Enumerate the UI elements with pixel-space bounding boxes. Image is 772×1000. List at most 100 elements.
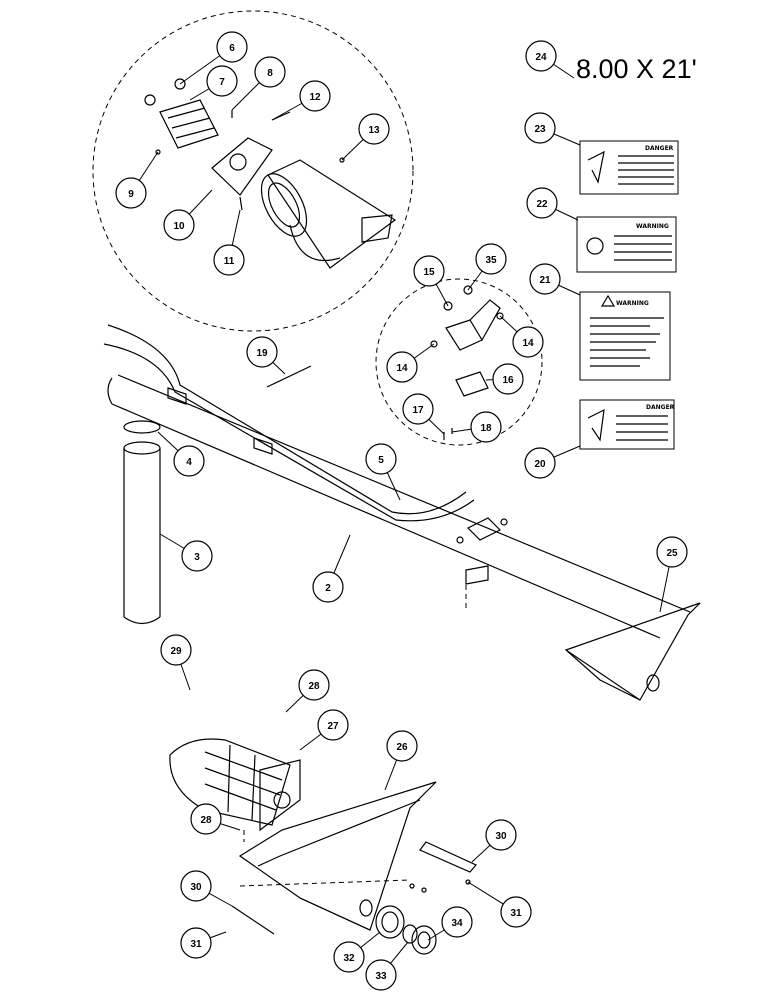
callout-c30b: 30 — [485, 819, 517, 851]
callout-c5: 5 — [365, 443, 397, 475]
callout-bubble — [180, 870, 212, 902]
callout-bubble — [299, 80, 331, 112]
callout-label: 13 — [368, 125, 380, 136]
callout-c23: 23 — [524, 112, 556, 144]
callout-c15: 15 — [413, 255, 445, 287]
model-title: 8.00 X 21' — [576, 54, 697, 84]
callout-bubble — [386, 351, 418, 383]
callout-label: 8 — [267, 68, 273, 79]
support-tube — [123, 420, 161, 625]
callout-c20: 20 — [524, 447, 556, 479]
valve-detail-view — [375, 278, 543, 446]
callout-c12: 12 — [299, 80, 331, 112]
callout-c8: 8 — [254, 56, 286, 88]
callout-bubble — [190, 803, 222, 835]
callout-label: 15 — [423, 267, 435, 278]
callout-c32: 32 — [333, 941, 365, 973]
callout-c25: 25 — [656, 536, 688, 568]
callout-bubble — [656, 536, 688, 568]
decal-20: DANGER — [579, 399, 675, 450]
callout-bubble — [524, 112, 556, 144]
callout-label: 17 — [412, 405, 424, 416]
callout-bubble — [180, 927, 212, 959]
callout-label: 18 — [480, 423, 492, 434]
callout-label: 14 — [396, 363, 408, 374]
callout-bubble — [386, 730, 418, 762]
callout-c10: 10 — [163, 209, 195, 241]
callout-c14a: 14 — [386, 351, 418, 383]
decal-22: WARNING — [576, 216, 677, 273]
callout-label: 22 — [536, 199, 548, 210]
callout-label: 7 — [219, 77, 225, 88]
callout-c2: 2 — [312, 571, 344, 603]
callout-bubble — [512, 326, 544, 358]
svg-text:DANGER: DANGER — [645, 145, 674, 152]
callout-bubble — [181, 540, 213, 572]
callout-bubble — [529, 263, 561, 295]
callout-label: 28 — [200, 815, 212, 826]
callout-bubble — [492, 363, 524, 395]
callout-bubble — [312, 571, 344, 603]
callout-bubble — [213, 244, 245, 276]
callout-c29: 29 — [160, 634, 192, 666]
callout-c22: 22 — [526, 187, 558, 219]
callout-c18: 18 — [470, 411, 502, 443]
callout-c16: 16 — [492, 363, 524, 395]
callout-bubble — [115, 177, 147, 209]
callout-c31b: 31 — [500, 896, 532, 928]
callout-bubble — [317, 709, 349, 741]
callout-bubble — [413, 255, 445, 287]
callout-label: 9 — [128, 189, 134, 200]
callout-label: 30 — [495, 831, 507, 842]
callout-c31a: 31 — [180, 927, 212, 959]
callout-label: 5 — [378, 455, 384, 466]
callout-label: 19 — [256, 348, 268, 359]
callout-label: 12 — [309, 92, 321, 103]
callout-bubble — [485, 819, 517, 851]
callout-bubble — [525, 40, 557, 72]
callout-bubble — [298, 669, 330, 701]
callout-bubble — [163, 209, 195, 241]
callout-label: 35 — [485, 255, 497, 266]
callout-c35: 35 — [475, 243, 507, 275]
callout-bubble — [475, 243, 507, 275]
callout-c6: 6 — [216, 31, 248, 63]
callout-label: 27 — [327, 721, 339, 732]
callout-bubble — [365, 959, 397, 991]
svg-text:WARNING: WARNING — [636, 223, 669, 230]
callout-label: 21 — [539, 275, 551, 286]
callout-c26: 26 — [386, 730, 418, 762]
hopper-top — [564, 602, 701, 701]
callout-c33: 33 — [365, 959, 397, 991]
callout-label: 3 — [194, 552, 200, 563]
callout-c3: 3 — [181, 540, 213, 572]
callout-bubble — [173, 445, 205, 477]
callout-bubble — [500, 896, 532, 928]
callout-label: 24 — [535, 52, 547, 63]
callout-c7: 7 — [206, 65, 238, 97]
svg-text:DANGER: DANGER — [646, 404, 675, 411]
callout-bubble — [441, 906, 473, 938]
callout-label: 31 — [190, 939, 202, 950]
callout-c19: 19 — [246, 336, 278, 368]
callout-c24: 24 — [525, 40, 557, 72]
callout-bubble — [206, 65, 238, 97]
callout-label: 4 — [186, 457, 192, 468]
decal-23: DANGER — [579, 140, 679, 195]
callout-label: 2 — [325, 583, 331, 594]
callout-c14b: 14 — [512, 326, 544, 358]
callout-c17: 17 — [402, 393, 434, 425]
callout-label: 34 — [451, 918, 463, 929]
callout-label: 23 — [534, 124, 546, 135]
callout-bubble — [365, 443, 397, 475]
decal-21: WARNING — [579, 291, 671, 381]
callout-c4: 4 — [173, 445, 205, 477]
callout-bubble — [470, 411, 502, 443]
callout-c28a: 28 — [298, 669, 330, 701]
callout-c34: 34 — [441, 906, 473, 938]
callout-label: 30 — [190, 882, 202, 893]
callout-c28b: 28 — [190, 803, 222, 835]
callout-bubble — [246, 336, 278, 368]
callout-label: 10 — [173, 221, 185, 232]
